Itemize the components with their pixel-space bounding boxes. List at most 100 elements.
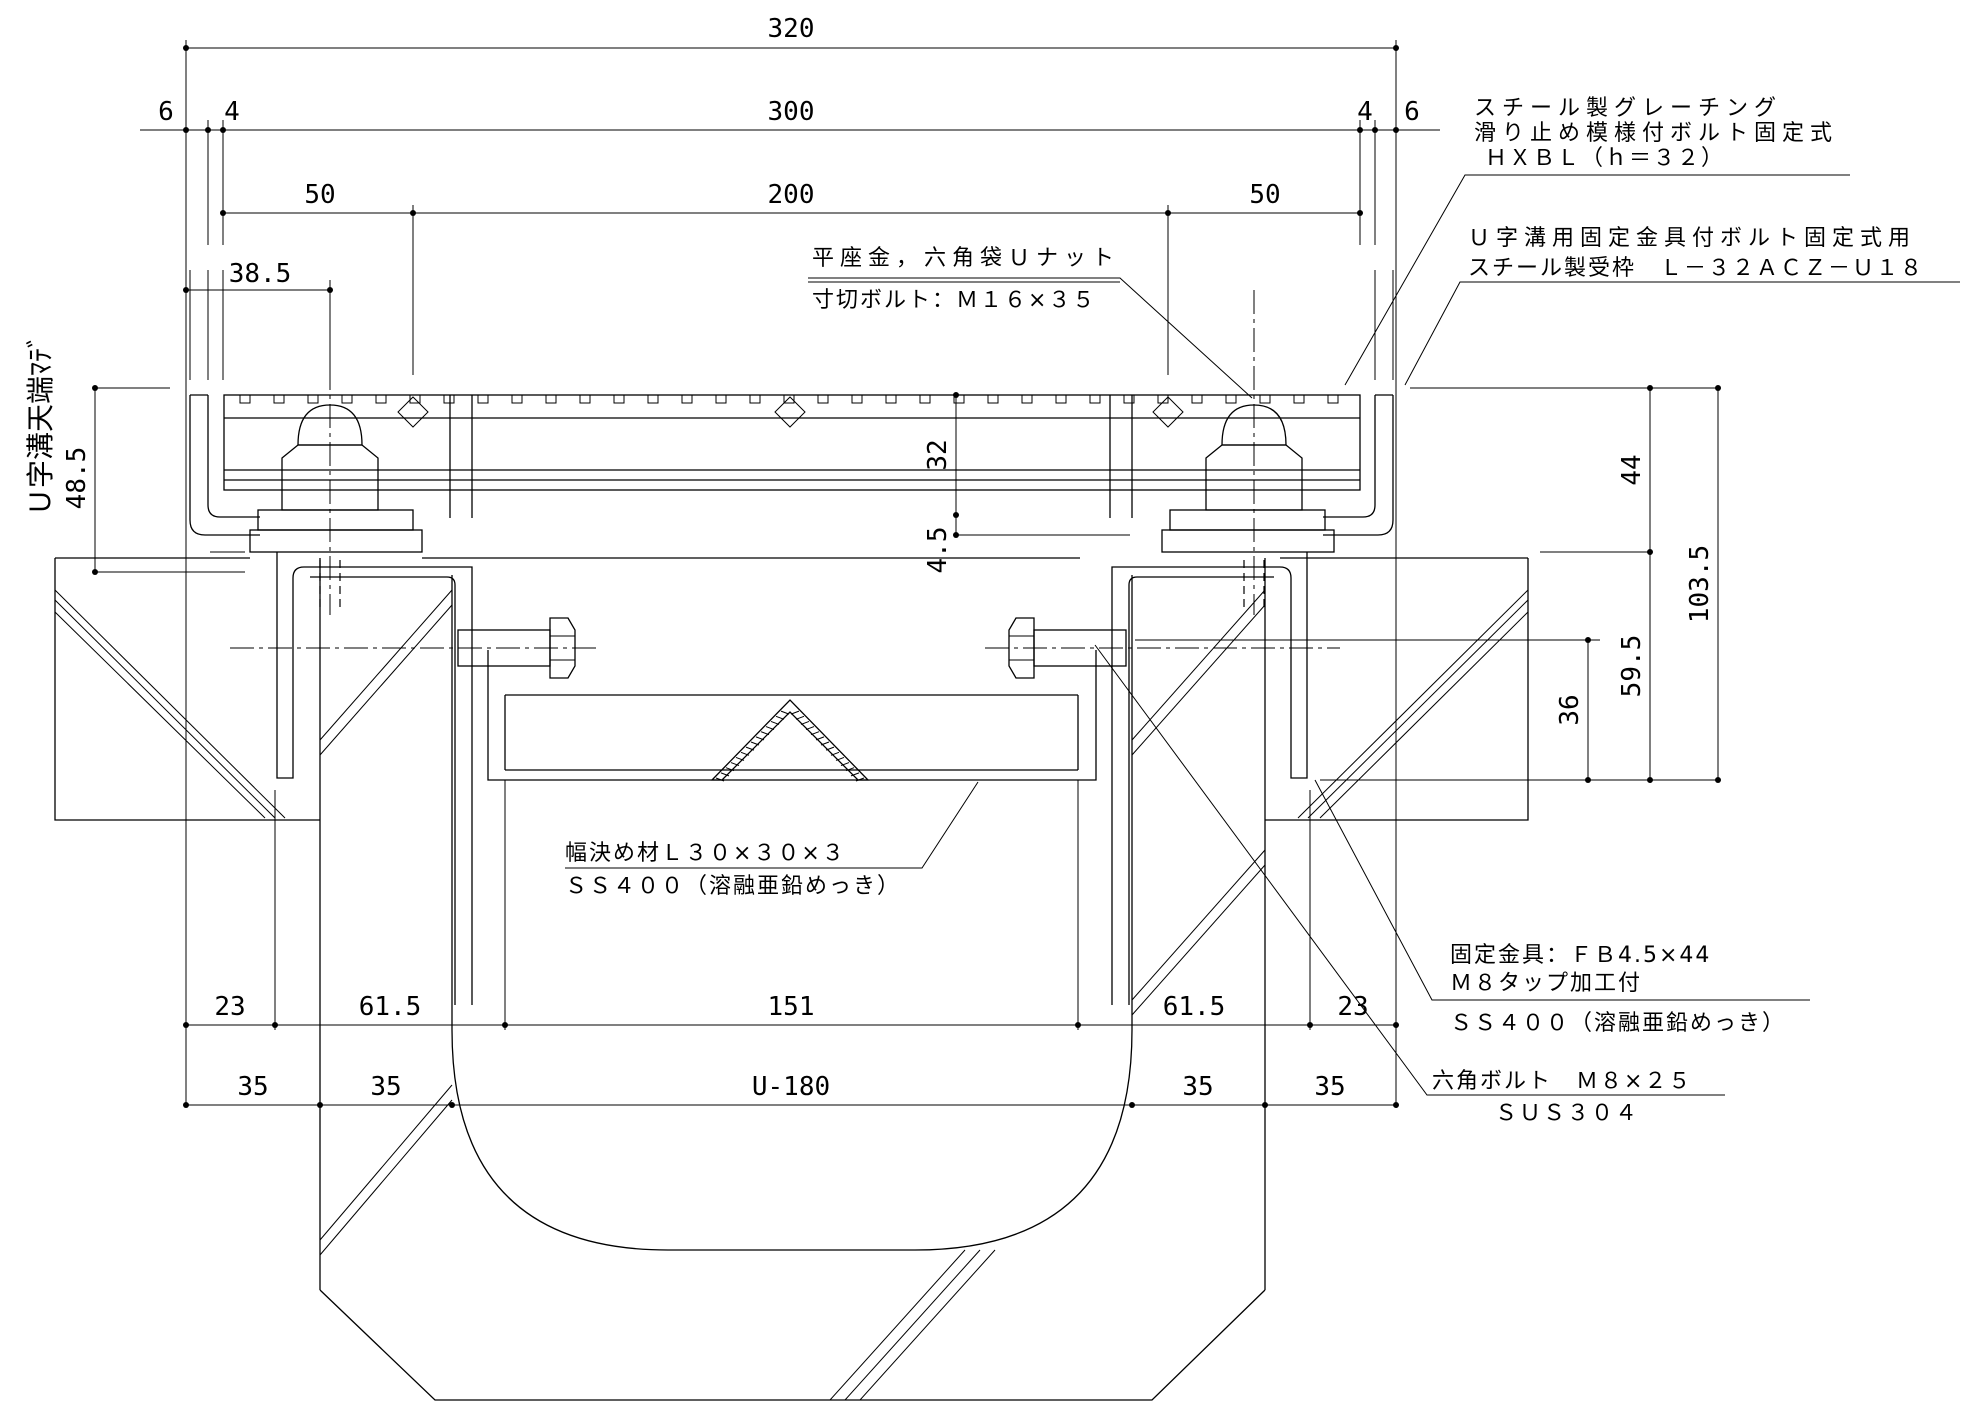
hatch-line bbox=[840, 762, 850, 767]
note-grating-1: スチール製グレーチング bbox=[1474, 96, 1782, 121]
dim-6-left: 6 bbox=[158, 97, 174, 127]
grating-tooth bbox=[987, 395, 999, 404]
dim-151: 151 bbox=[768, 992, 815, 1022]
grating-tooth bbox=[851, 395, 863, 404]
note-grating-2: 滑り止め模様付ボルト固定式 bbox=[1474, 121, 1838, 146]
note-spacer-2: ＳＳ４００（溶融亜鉛めっき） bbox=[565, 874, 901, 899]
note-bracket-1: 固定金具：ＦＢ4.5×44 bbox=[1450, 943, 1711, 968]
hatch-line bbox=[780, 710, 790, 715]
grating-tooth bbox=[579, 395, 591, 404]
grating-tooth bbox=[239, 395, 251, 404]
hatch-line bbox=[730, 762, 740, 767]
note-hexbolt-2: ＳＵＳ３０４ bbox=[1495, 1101, 1639, 1126]
grating-tooth bbox=[409, 395, 421, 404]
centerlines bbox=[230, 290, 1340, 649]
u-channel-body bbox=[54, 557, 1529, 1401]
dim-35-d: 35 bbox=[1314, 1072, 1345, 1102]
dimension-lines bbox=[92, 40, 1721, 1108]
note-spacer-1: 幅決め材Ｌ３０×３０×３ bbox=[565, 841, 846, 866]
dim-59-5: 59.5 bbox=[1617, 635, 1647, 698]
dim-38-5: 38.5 bbox=[229, 259, 292, 289]
note-bracket-2: Ｍ８タップ加工付 bbox=[1450, 971, 1642, 996]
dim-4-left: 4 bbox=[224, 97, 240, 127]
hatch-line bbox=[775, 715, 785, 720]
side-label: Ｕ字溝天端ﾏﾃﾞ bbox=[24, 334, 57, 516]
dim-32: 32 bbox=[923, 439, 953, 470]
grating-tooth bbox=[477, 395, 489, 404]
grating-tooth bbox=[715, 395, 727, 404]
hatch-line bbox=[750, 741, 760, 746]
note-washer-2: 寸切ボルト：Ｍ１６×３５ bbox=[812, 288, 1096, 313]
grating-tooth bbox=[1225, 395, 1237, 404]
grating-tooth bbox=[1055, 395, 1067, 404]
grating-tooth bbox=[919, 395, 931, 404]
hatch-line bbox=[765, 726, 775, 731]
hatch-line bbox=[770, 720, 780, 725]
receiving-frame bbox=[189, 394, 1394, 536]
hatch-line bbox=[720, 772, 730, 777]
grating-tooth bbox=[1123, 395, 1135, 404]
grating-tooth bbox=[511, 395, 523, 404]
dim-48-5: 48.5 bbox=[62, 447, 92, 510]
dim-4-right: 4 bbox=[1357, 97, 1373, 127]
flat-washer bbox=[1169, 509, 1326, 531]
diamond-mark bbox=[1152, 396, 1184, 428]
dim-44: 44 bbox=[1617, 454, 1647, 485]
grating-tooth bbox=[1089, 395, 1101, 404]
dim-u-180: U-180 bbox=[752, 1072, 830, 1102]
leader-lines bbox=[565, 174, 1960, 1096]
grating-tooth bbox=[307, 395, 319, 404]
hatch-line bbox=[820, 741, 830, 746]
dim-300: 300 bbox=[768, 97, 815, 127]
hatch-line bbox=[745, 746, 755, 751]
hatch-line bbox=[830, 751, 840, 756]
hatch-line bbox=[805, 726, 815, 731]
grating-tooth bbox=[783, 395, 795, 404]
dim-61-5-right: 61.5 bbox=[1163, 992, 1226, 1022]
grating-tooth bbox=[681, 395, 693, 404]
grating-tooth bbox=[1259, 395, 1271, 404]
dim-35-a: 35 bbox=[237, 1072, 268, 1102]
annotations: スチール製グレーチング 滑り止め模様付ボルト固定式 ＨＸＢＬ（ｈ＝３２） Ｕ字溝… bbox=[24, 96, 1924, 1126]
dim-23-left: 23 bbox=[214, 992, 245, 1022]
grating-tooth bbox=[1191, 395, 1203, 404]
note-frame-1: Ｕ字溝用固定金具付ボルト固定式用 bbox=[1468, 226, 1916, 251]
grating-tooth bbox=[1157, 395, 1169, 404]
note-washer-1: 平座金，六角袋Ｕナット bbox=[812, 246, 1120, 271]
section-hatch bbox=[54, 589, 1529, 1401]
dim-6-right: 6 bbox=[1404, 97, 1420, 127]
angle-section bbox=[710, 699, 870, 781]
hatch-line bbox=[715, 777, 725, 782]
dim-61-5-left: 61.5 bbox=[359, 992, 422, 1022]
dim-36: 36 bbox=[1555, 694, 1585, 725]
hatch-line bbox=[845, 767, 855, 772]
dim-23-right: 23 bbox=[1337, 992, 1368, 1022]
width-spacer bbox=[487, 650, 1097, 782]
hatch-line bbox=[815, 736, 825, 741]
hatch-line bbox=[835, 756, 845, 761]
hatch-line bbox=[740, 751, 750, 756]
hatch-line bbox=[855, 777, 865, 782]
note-frame-2: スチール製受枠 Ｌ－３２ＡＣＺ－Ｕ１８ bbox=[1468, 256, 1924, 281]
dim-50-left: 50 bbox=[304, 180, 335, 210]
grating-tooth bbox=[443, 395, 455, 404]
anti-slip-teeth bbox=[239, 395, 1339, 404]
grating-tooth bbox=[1021, 395, 1033, 404]
right-bolt-assembly bbox=[1111, 404, 1335, 1005]
grating-tooth bbox=[613, 395, 625, 404]
flat-washer bbox=[257, 509, 414, 531]
hatch-line bbox=[825, 746, 835, 751]
hatch-line bbox=[810, 731, 820, 736]
grating-tooth bbox=[545, 395, 557, 404]
hatch-line bbox=[850, 772, 860, 777]
dim-35-c: 35 bbox=[1182, 1072, 1213, 1102]
hatch-line bbox=[795, 715, 805, 720]
diamond-mark bbox=[397, 396, 429, 428]
grating-tooth bbox=[749, 395, 761, 404]
steel-grating bbox=[223, 394, 1361, 518]
grating-tooth bbox=[341, 395, 353, 404]
grating-tooth bbox=[1293, 395, 1305, 404]
grating-tooth bbox=[1327, 395, 1339, 404]
dim-103-5: 103.5 bbox=[1685, 545, 1715, 623]
